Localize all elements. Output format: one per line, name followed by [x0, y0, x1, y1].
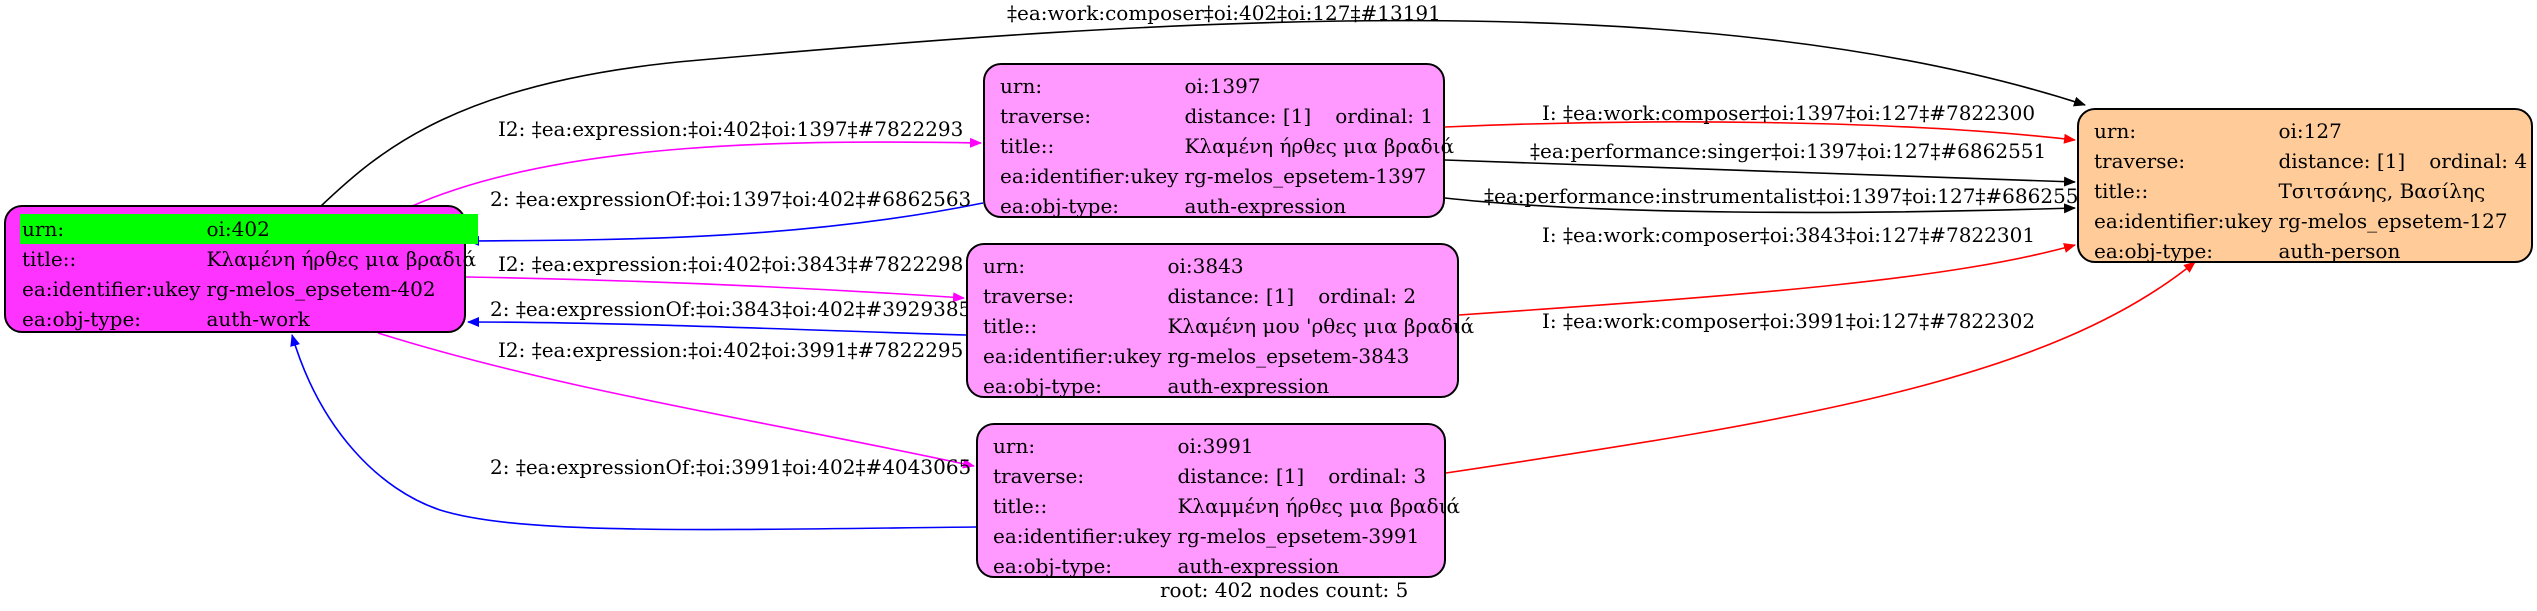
edge-label-composer-3991: I: ‡ea:work:composer‡oi:3991‡oi:127‡#782… [1542, 309, 2036, 333]
title-value: Κλαμένη ήρθες μια βραδιά [206, 247, 477, 271]
traverse-value: distance: [1] ordinal: 4 [2276, 146, 2529, 176]
title-key: title:: [2094, 179, 2149, 203]
type-value: auth-expression [1177, 554, 1340, 578]
type-key: ea:obj-type: [983, 374, 1103, 398]
ukey-key: ea:identifier:ukey [993, 524, 1172, 548]
edge-label-expression-1397: I2: ‡ea:expression:‡oi:402‡oi:1397‡#7822… [498, 117, 964, 141]
ordinal-value: ordinal: 2 [1318, 284, 1417, 308]
urn-value: oi:402 [204, 214, 479, 244]
urn-key: urn: [2094, 119, 2137, 143]
urn-key: urn: [993, 434, 1036, 458]
distance-value: distance: [1] [1167, 284, 1295, 308]
edge-label-expressionof-3843: 2: ‡ea:expressionOf:‡oi:3843‡oi:402‡#392… [490, 297, 972, 321]
node-work-402[interactable]: urn: oi:402 title:: Κλαμένη ήρθες μια βρ… [4, 205, 479, 333]
ukey-key: ea:identifier:ukey [983, 344, 1162, 368]
type-key: ea:obj-type: [22, 307, 142, 331]
title-value: Τσιτσάνης, Βασίλης [2278, 179, 2486, 203]
urn-value: oi:3991 [1177, 434, 1254, 458]
node-person-table: urn: oi:127 traverse: distance: [1] ordinal… [2092, 116, 2529, 266]
ukey-value: rg-melos_epsetem-3991 [1177, 524, 1420, 548]
edge-label-expression-3991: I2: ‡ea:expression:‡oi:402‡oi:3991‡#7822… [498, 338, 964, 362]
edge-label-expression-3843: I2: ‡ea:expression:‡oi:402‡oi:3843‡#7822… [498, 252, 964, 276]
urn-value: oi:3843 [1167, 254, 1244, 278]
title-value: Κλαμένη μου 'ρθες μια βραδιά [1167, 314, 1475, 338]
graph-footer: root: 402 nodes count: 5 [1160, 578, 1409, 602]
type-value: auth-person [2278, 239, 2401, 263]
title-key: title:: [993, 494, 1048, 518]
edge-label-work-composer: ‡ea:work:composer‡oi:402‡oi:127‡#13191 [1007, 1, 1441, 25]
distance-value: distance: [1] [1184, 104, 1312, 128]
edge-composer-3843 [1458, 243, 2076, 316]
edge-singer-1397 [1444, 159, 2076, 187]
edge-expressionof-1397 [467, 202, 984, 246]
traverse-key: traverse: [1000, 104, 1092, 128]
edge-expression-3991 [377, 332, 975, 469]
edge-label-expressionof-1397: 2: ‡ea:expressionOf:‡oi:1397‡oi:402‡#686… [490, 187, 972, 211]
edge-label-expressionof-3991: 2: ‡ea:expressionOf:‡oi:3991‡oi:402‡#404… [490, 455, 972, 479]
ukey-value: rg-melos_epsetem-402 [206, 277, 436, 301]
title-key: title:: [22, 247, 77, 271]
urn-value: oi:127 [2278, 119, 2342, 143]
urn-key: urn: [20, 214, 205, 244]
ordinal-value: ordinal: 1 [1335, 104, 1434, 128]
edge-label-composer-1397: I: ‡ea:work:composer‡oi:1397‡oi:127‡#782… [1542, 101, 2036, 125]
title-value: Κλαμένη ήρθες μια βραδιά [1184, 134, 1455, 158]
ukey-value: rg-melos_epsetem-127 [2278, 209, 2508, 233]
node-expression-3843[interactable]: urn: oi:3843 traverse: distance: [1] ordina… [966, 243, 1474, 398]
edge-instrumentalist-1397 [1444, 197, 2076, 214]
traverse-value: distance: [1] ordinal: 1 [1182, 101, 1456, 131]
node-expression-1397[interactable]: urn: oi:1397 traverse: distance: [1] ordina… [983, 63, 1454, 218]
node-person-127[interactable]: urn: oi:127 traverse: distance: [1] ordinal… [2077, 108, 2533, 263]
node-work-table: urn: oi:402 title:: Κλαμένη ήρθες μια βρ… [20, 214, 479, 334]
type-value: auth-expression [1184, 194, 1347, 218]
type-key: ea:obj-type: [993, 554, 1113, 578]
urn-key: urn: [983, 254, 1026, 278]
ukey-key: ea:identifier:ukey [2094, 209, 2273, 233]
title-value: Κλαμμένη ήρθες μια βραδιά [1177, 494, 1461, 518]
type-key: ea:obj-type: [2094, 239, 2214, 263]
node-expression-1397-table: urn: oi:1397 traverse: distance: [1] ordina… [998, 71, 1456, 221]
edge-composer-1397 [1444, 121, 2076, 144]
type-value: auth-work [206, 307, 310, 331]
ukey-value: rg-melos_epsetem-1397 [1184, 164, 1427, 188]
ukey-key: ea:identifier:ukey [22, 277, 201, 301]
urn-value: oi:1397 [1184, 74, 1261, 98]
edge-expression-3843 [465, 276, 965, 303]
traverse-key: traverse: [2094, 149, 2186, 173]
type-key: ea:obj-type: [1000, 194, 1120, 218]
edge-label-composer-3843: I: ‡ea:work:composer‡oi:3843‡oi:127‡#782… [1542, 223, 2036, 247]
urn-key: urn: [1000, 74, 1043, 98]
distance-value: distance: [1] [1177, 464, 1305, 488]
node-expression-3991-table: urn: oi:3991 traverse: distance: [1] ordina… [991, 431, 1462, 581]
edge-label-instrumentalist-1397: ‡ea:performance:instrumentalist‡oi:1397‡… [1484, 184, 2092, 208]
ukey-value: rg-melos_epsetem-3843 [1167, 344, 1410, 368]
edge-expressionof-3843 [467, 317, 967, 336]
traverse-key: traverse: [993, 464, 1085, 488]
title-key: title:: [1000, 134, 1055, 158]
edge-expression-1397 [409, 137, 982, 208]
traverse-value: distance: [1] ordinal: 2 [1165, 281, 1476, 311]
node-expression-3991[interactable]: urn: oi:3991 traverse: distance: [1] ordina… [976, 423, 1460, 578]
edge-work-composer [319, 19, 2086, 208]
node-expression-3843-table: urn: oi:3843 traverse: distance: [1] ordina… [981, 251, 1476, 401]
traverse-value: distance: [1] ordinal: 3 [1175, 461, 1462, 491]
edge-expressionof-3991 [290, 334, 977, 531]
ukey-key: ea:identifier:ukey [1000, 164, 1179, 188]
ordinal-value: ordinal: 3 [1328, 464, 1427, 488]
edge-composer-3991 [1445, 261, 2196, 474]
distance-value: distance: [1] [2278, 149, 2406, 173]
title-key: title:: [983, 314, 1038, 338]
ordinal-value: ordinal: 4 [2429, 149, 2528, 173]
edge-label-singer-1397: ‡ea:performance:singer‡oi:1397‡oi:127‡#6… [1530, 139, 2047, 163]
type-value: auth-expression [1167, 374, 1330, 398]
traverse-key: traverse: [983, 284, 1075, 308]
